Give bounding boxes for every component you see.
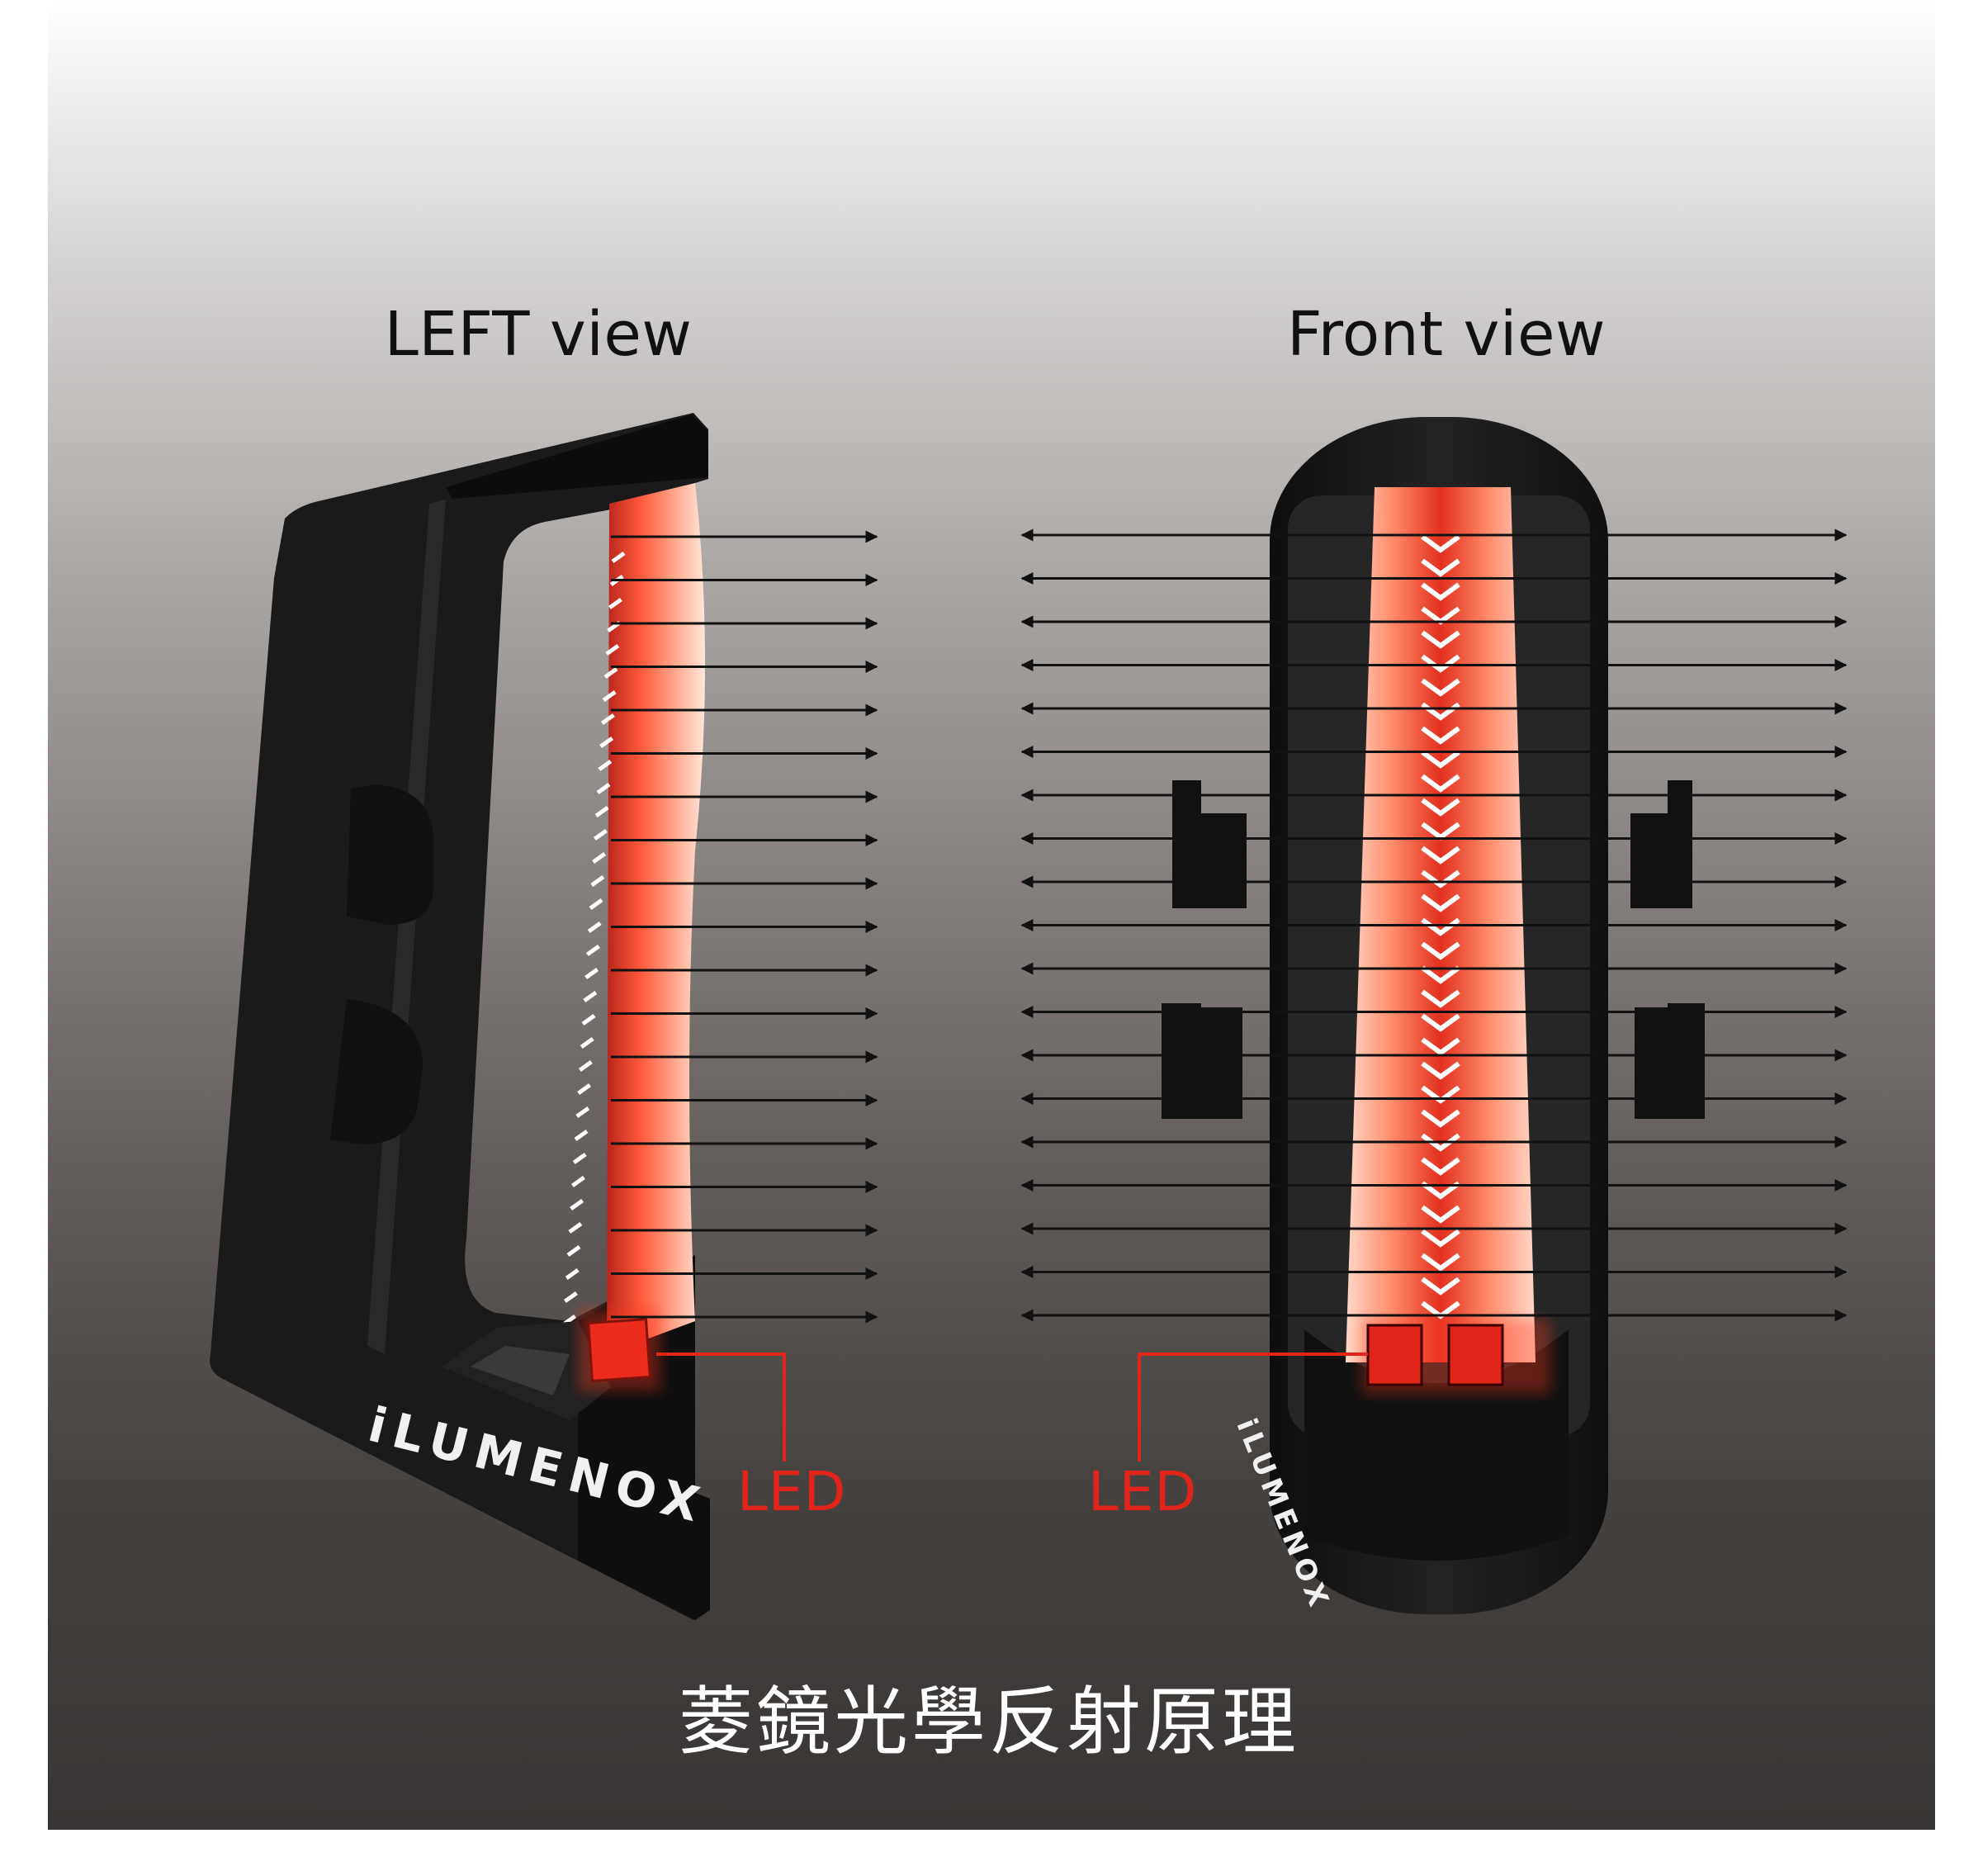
prism-mark <box>572 1152 587 1165</box>
prism-mark <box>565 1267 580 1281</box>
prism-mark <box>605 643 620 656</box>
prism-chevron <box>1421 989 1460 1008</box>
prism-mark <box>599 736 614 749</box>
prism-mark <box>608 597 622 610</box>
left-view-light-rays <box>611 530 878 1324</box>
prism-mark <box>563 1291 578 1304</box>
prism-mark <box>592 851 607 865</box>
prism-chevron <box>1421 798 1460 817</box>
prism-chevron <box>1421 869 1460 888</box>
prism-mark <box>577 1082 592 1096</box>
prism-chevron <box>1421 1157 1460 1176</box>
prism-chevron <box>1421 558 1460 577</box>
prism-chevron <box>1421 1085 1460 1104</box>
left-view-housing <box>210 413 786 1620</box>
prism-mark <box>585 944 600 957</box>
prism-mark <box>578 1059 593 1073</box>
prism-chevron <box>1421 1109 1460 1128</box>
front-view-title: Front view <box>1286 299 1607 370</box>
prism-mark <box>593 828 608 841</box>
prism-chevron <box>1421 893 1460 912</box>
prism-chevron <box>1421 1253 1460 1272</box>
prism-chevron <box>1421 1205 1460 1224</box>
left-view-title: LEFT view <box>384 299 693 370</box>
prism-mark <box>589 898 603 911</box>
led-label-left: LED <box>737 1460 847 1523</box>
prism-mark <box>575 1106 590 1119</box>
diagram-caption: 菱鏡光學反射原理 <box>679 1679 1299 1765</box>
prism-mark <box>580 1036 594 1049</box>
front-view-housing <box>1138 417 1705 1614</box>
prism-chevron <box>1421 582 1460 601</box>
prism-mark <box>584 967 599 980</box>
prism-chevron <box>1421 726 1460 745</box>
prism-mark <box>598 759 613 772</box>
prism-mark <box>566 1244 581 1258</box>
prism-mark <box>570 1175 585 1188</box>
prism-chevron <box>1421 534 1460 553</box>
prism-chevron <box>1421 1229 1460 1248</box>
prism-chevron <box>1421 1181 1460 1200</box>
prism-mark <box>594 805 609 818</box>
prism-mark <box>600 713 615 726</box>
prism-mark <box>590 874 605 888</box>
prism-mark <box>568 1221 583 1234</box>
prism-chevron <box>1421 941 1460 960</box>
prism-mark <box>611 551 626 564</box>
prism-chevron <box>1421 750 1460 769</box>
prism-chevron <box>1421 1277 1460 1296</box>
prism-mark <box>574 1129 589 1142</box>
prism-chevron <box>1421 678 1460 697</box>
led-label-front: LED <box>1088 1460 1198 1523</box>
prism-chevron <box>1421 654 1460 673</box>
prism-mark <box>596 782 611 795</box>
prism-mark <box>583 990 598 1003</box>
prism-mark <box>587 921 602 934</box>
prism-chevron <box>1421 774 1460 793</box>
prism-mark <box>581 1013 596 1026</box>
prism-chevron <box>1421 1037 1460 1056</box>
prism-chevron <box>1421 965 1460 984</box>
prism-mark <box>570 1198 584 1211</box>
front-view-light-rays <box>1020 528 1848 1322</box>
prism-chevron <box>1421 1133 1460 1152</box>
prism-chevron <box>1421 1013 1460 1032</box>
prism-mark <box>603 666 618 680</box>
prism-mark <box>602 689 617 703</box>
prism-chevron <box>1421 1061 1460 1080</box>
prism-chevron <box>1421 846 1460 865</box>
prism-chevron <box>1421 630 1460 649</box>
